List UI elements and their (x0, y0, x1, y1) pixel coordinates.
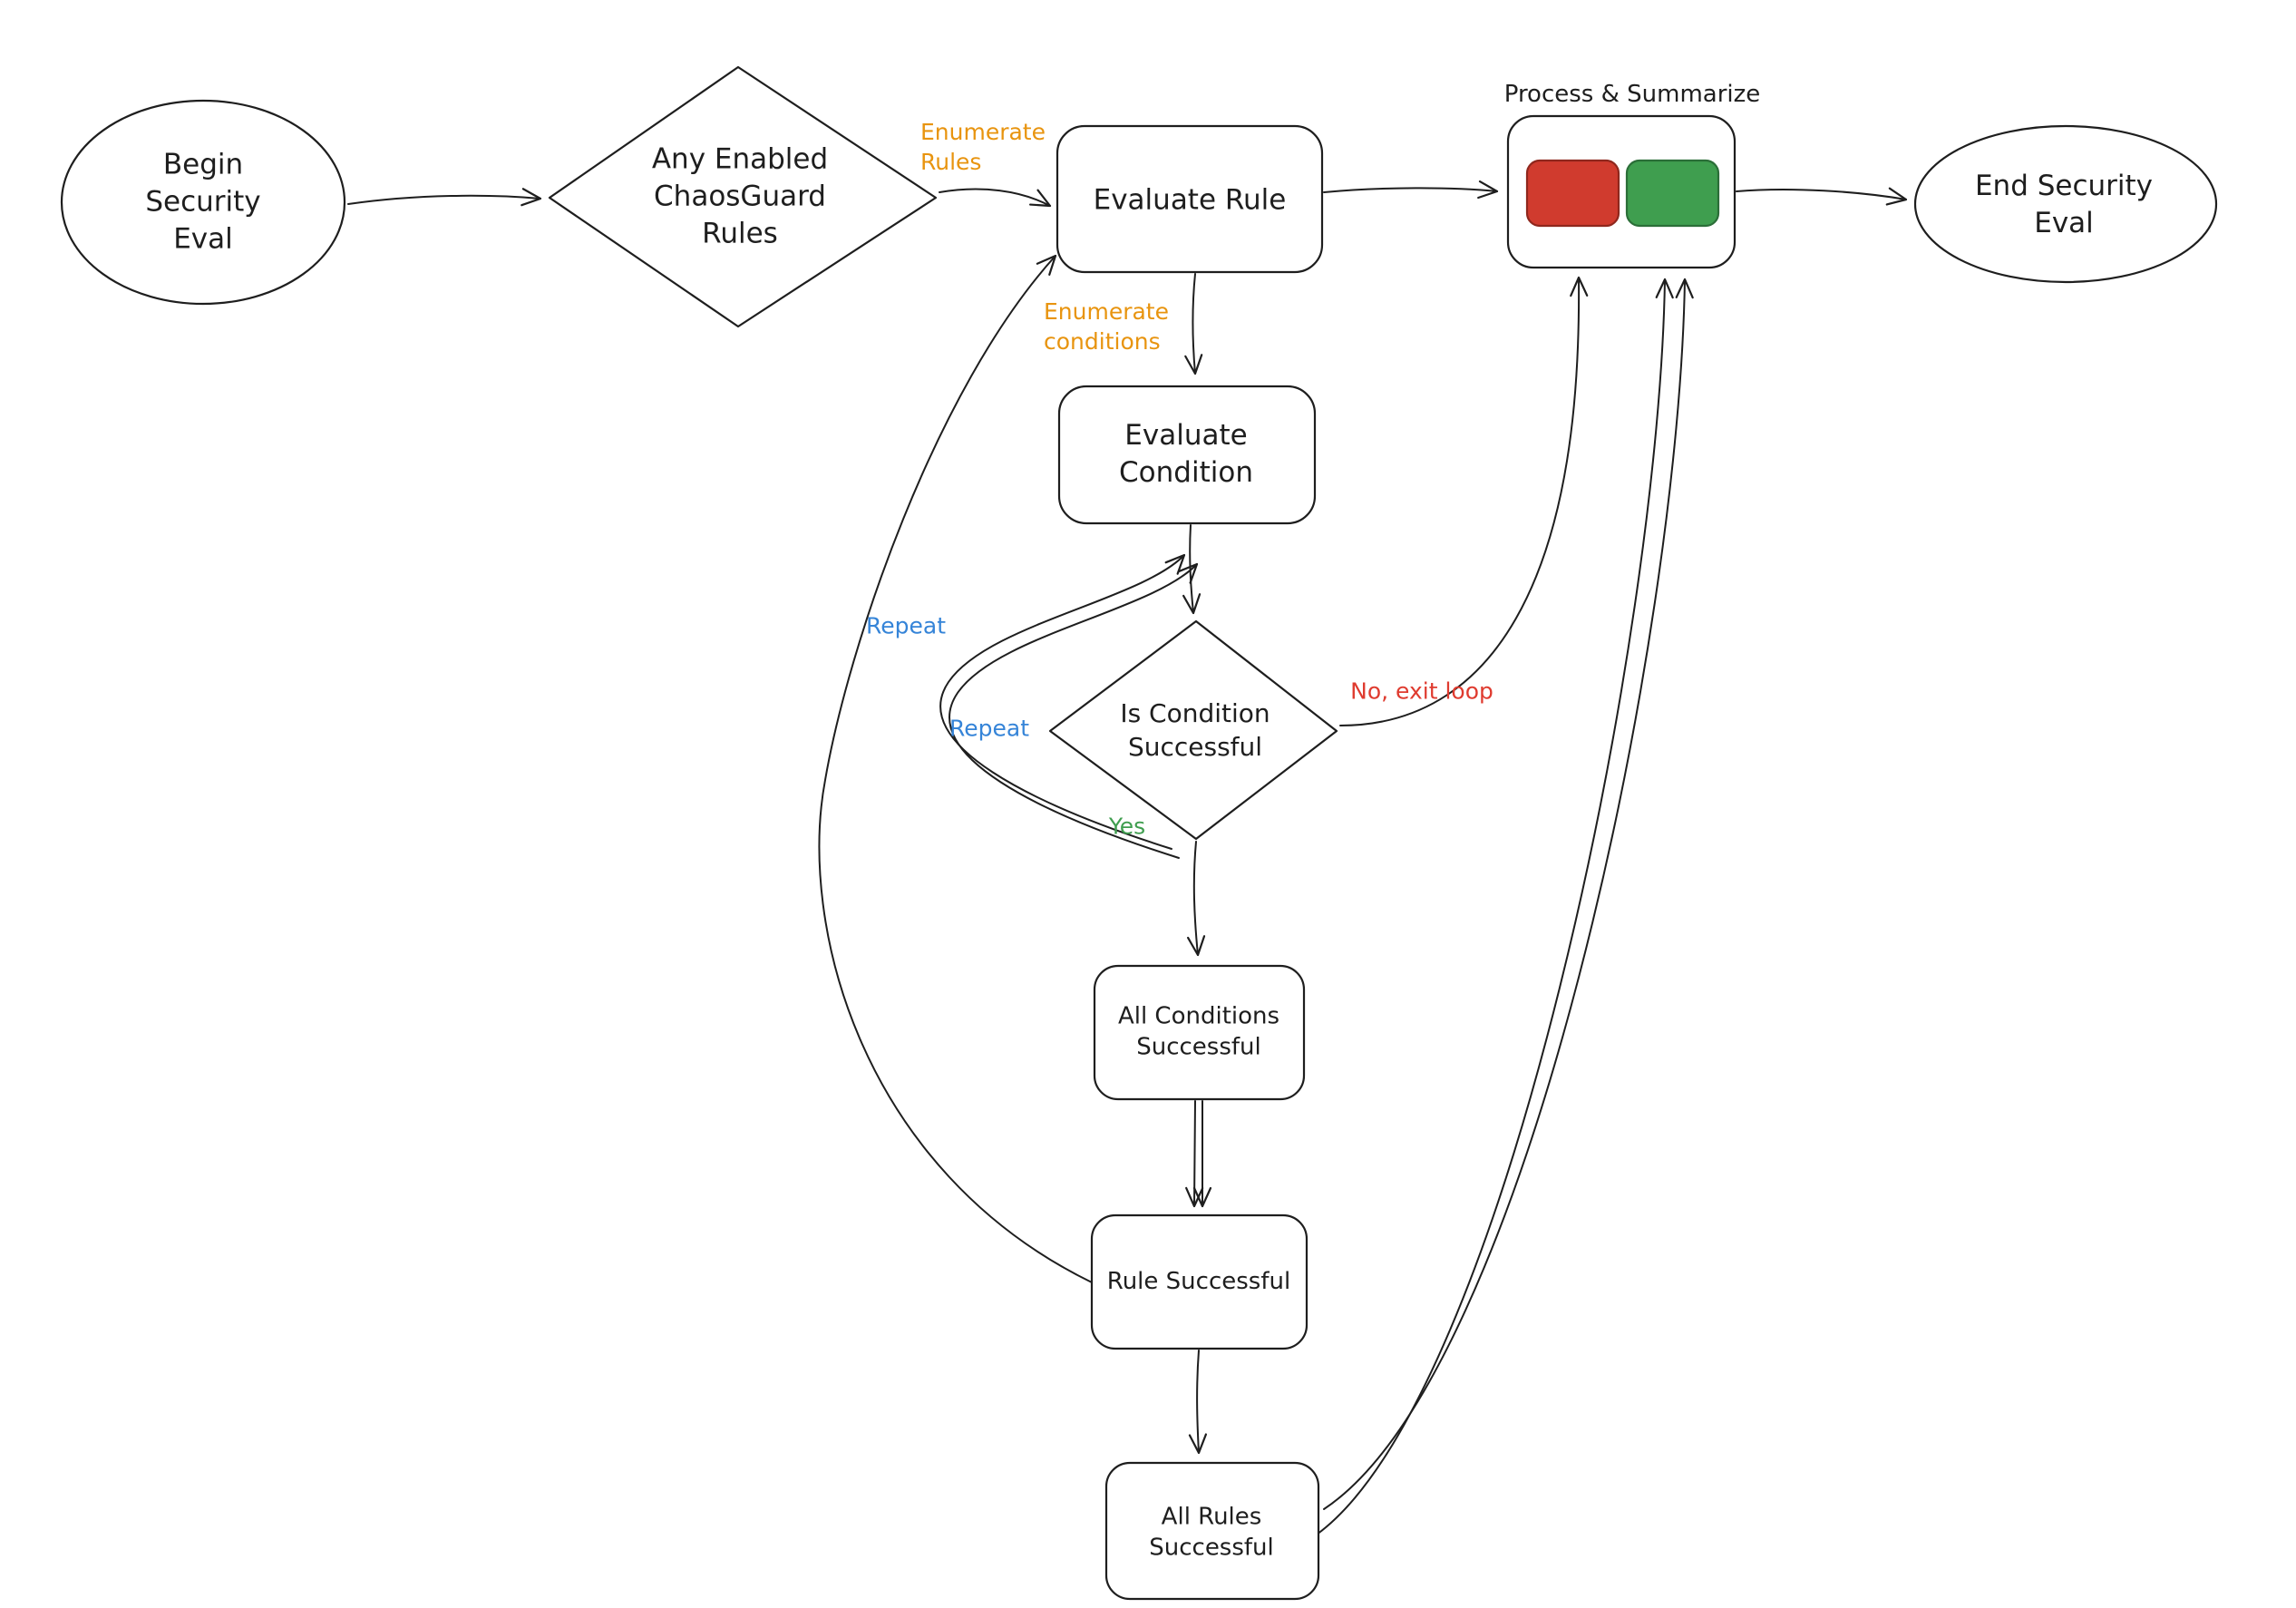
end-node-shape (1913, 124, 2218, 284)
edge-repeat-inner-loop (939, 553, 1186, 850)
is-condition-successful-diamond (1048, 619, 1338, 841)
edge-process-to-end (1736, 187, 1908, 206)
edge-evaluate-rule-to-process (1323, 180, 1499, 200)
evaluate-condition-box (1057, 385, 1317, 525)
end-node-label: End Security Eval (1974, 170, 2154, 239)
edge-all-rules-to-process-b (1323, 278, 1694, 1510)
edge-begin-to-any-enabled (347, 188, 542, 207)
all-rules-successful-label: All Rules Successful (1149, 1503, 1274, 1562)
edge-any-enabled-to-evaluate-rule (939, 188, 1052, 208)
edge-yes-to-all-conditions (1187, 841, 1206, 957)
no-exit-loop-edge-label: No, exit loop (1350, 677, 1493, 705)
process-summarize-title: Process & Summarize (1503, 80, 1761, 108)
all-conditions-successful-label: All Conditions Successful (1117, 1002, 1280, 1061)
yes-edge-label: Yes (1108, 813, 1146, 840)
repeat-inner-edge-label: Repeat (949, 715, 1030, 742)
is-condition-successful-label: Is Condition Successful (1120, 698, 1270, 762)
edge-no-exit-loop-to-process (1339, 276, 1589, 726)
edge-all-conditions-to-rule-successful-a (1185, 1100, 1204, 1208)
all-conditions-successful-box (1093, 964, 1306, 1101)
edge-all-rules-to-process-a (1316, 278, 1674, 1535)
evaluate-rule-label: Evaluate Rule (1093, 183, 1287, 217)
repeat-outer-edge-label: Repeat (865, 612, 947, 639)
any-enabled-rules-label: Any Enabled ChaosGuard Rules (651, 142, 829, 250)
edge-repeat-outer-loop (818, 254, 1093, 1283)
enumerate-rules-edge-label: Enumerate Rules (919, 119, 1046, 175)
evaluate-condition-label: Evaluate Condition (1119, 419, 1253, 489)
process-summarize-box (1506, 114, 1737, 269)
all-rules-successful-box (1104, 1461, 1320, 1601)
pass-indicator-box (1625, 159, 1720, 228)
evaluate-rule-box (1056, 124, 1324, 274)
edge-repeat-inner-loop-retrace (949, 562, 1199, 859)
begin-node-label: Begin Security Eval (145, 148, 261, 256)
rule-successful-box (1090, 1213, 1309, 1350)
any-enabled-rules-diamond (548, 65, 938, 328)
begin-node-shape (60, 99, 346, 306)
edge-rule-successful-to-all-rules (1188, 1350, 1208, 1455)
edge-evaluate-rule-to-evaluate-condition (1184, 273, 1203, 375)
rule-successful-label: Rule Successful (1106, 1267, 1291, 1295)
enumerate-conditions-edge-label: Enumerate conditions (1043, 298, 1170, 355)
fail-indicator-box (1525, 159, 1620, 228)
